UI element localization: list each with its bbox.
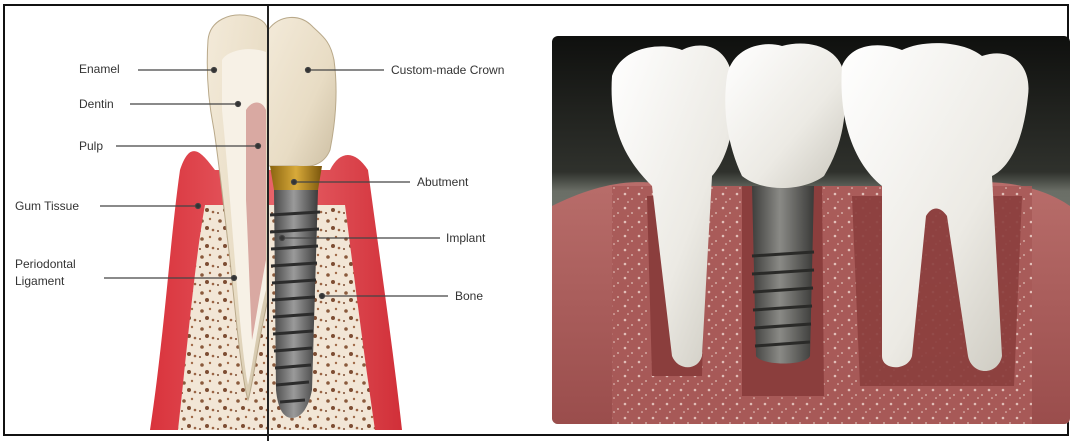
implant-diagram: Enamel Dentin Pulp Gum Tissue Periodonta… bbox=[0, 0, 560, 441]
label-dentin: Dentin bbox=[79, 97, 114, 111]
label-bone: Bone bbox=[455, 289, 483, 303]
label-periodontal: Periodontal bbox=[15, 257, 76, 271]
label-pulp: Pulp bbox=[79, 139, 103, 153]
label-implant: Implant bbox=[446, 231, 485, 245]
label-enamel: Enamel bbox=[79, 62, 120, 76]
label-custom-crown: Custom-made Crown bbox=[391, 63, 504, 77]
label-gum-tissue: Gum Tissue bbox=[15, 199, 79, 213]
implant-photo bbox=[552, 36, 1070, 424]
label-ligament: Ligament bbox=[15, 274, 64, 288]
label-abutment: Abutment bbox=[417, 175, 468, 189]
photo-illustration bbox=[552, 36, 1070, 424]
